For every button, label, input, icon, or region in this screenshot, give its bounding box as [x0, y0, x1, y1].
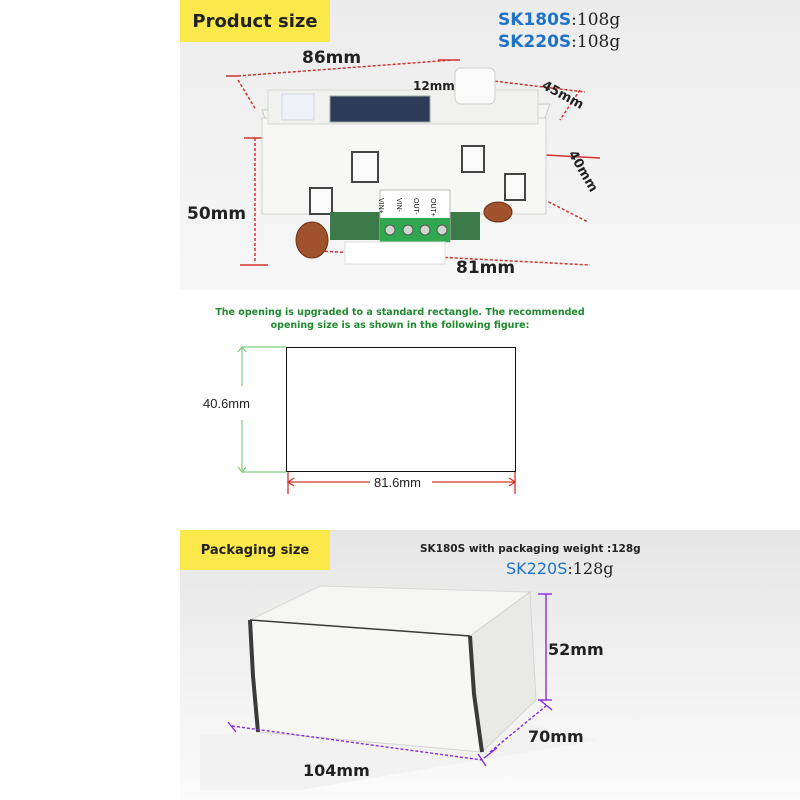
coil-left-icon: [295, 221, 329, 259]
coil-right-icon: [483, 201, 513, 223]
packaging-weight-1: SK180S with packaging weight :128g: [420, 543, 641, 555]
box-top-edge: [249, 619, 471, 637]
opening-height-label: 40.6mm: [203, 396, 250, 411]
packaging-height-52: 52mm: [548, 640, 604, 659]
dim-width-86: 86mm: [302, 48, 362, 68]
dim-height-50: 50mm: [187, 204, 247, 224]
product-size-tag: Product size: [180, 0, 330, 42]
connector-housing: [344, 241, 446, 265]
device-display: [329, 95, 431, 123]
packaging-width-104: 104mm: [303, 761, 370, 780]
box-flap-edge-right: [468, 635, 484, 753]
clip-right-icon: [461, 145, 485, 173]
box-shadow: [200, 720, 600, 790]
clip-bottom-right-icon: [504, 173, 526, 201]
dim-bottom-81: 81mm: [456, 258, 516, 278]
clip-bottom-left-icon: [309, 187, 333, 215]
clip-left-icon: [351, 151, 379, 183]
packaging-depth-70: 70mm: [528, 727, 584, 746]
packaging-size-title: Packaging size: [200, 542, 310, 558]
packaging-size-tag: Packaging size: [180, 530, 330, 570]
opening-note-line-1: The opening is upgraded to a standard re…: [215, 307, 585, 318]
product-weight-1: SK180S:108g: [498, 10, 621, 30]
opening-rectangle: [286, 347, 516, 472]
packaging-weight-2: SK220S:128g: [506, 559, 614, 578]
device-buttons: [281, 93, 315, 121]
opening-note-line-2: opening size is as shown in the followin…: [270, 320, 530, 331]
box-flap-edge-left: [248, 619, 260, 733]
dim-knob-12: 12mm: [413, 79, 455, 93]
product-size-title: Product size: [192, 10, 318, 32]
box-front-face: [249, 619, 483, 753]
packaging-dimension-lines: [227, 593, 553, 767]
product-weight-2: SK220S:108g: [498, 32, 621, 52]
opening-note: The opening is upgraded to a standard re…: [180, 306, 620, 332]
knob-icon: [454, 67, 496, 105]
product-device-illustration: [226, 59, 601, 266]
opening-dimension-lines: [237, 346, 517, 494]
opening-width-label: 81.6mm: [374, 475, 421, 490]
